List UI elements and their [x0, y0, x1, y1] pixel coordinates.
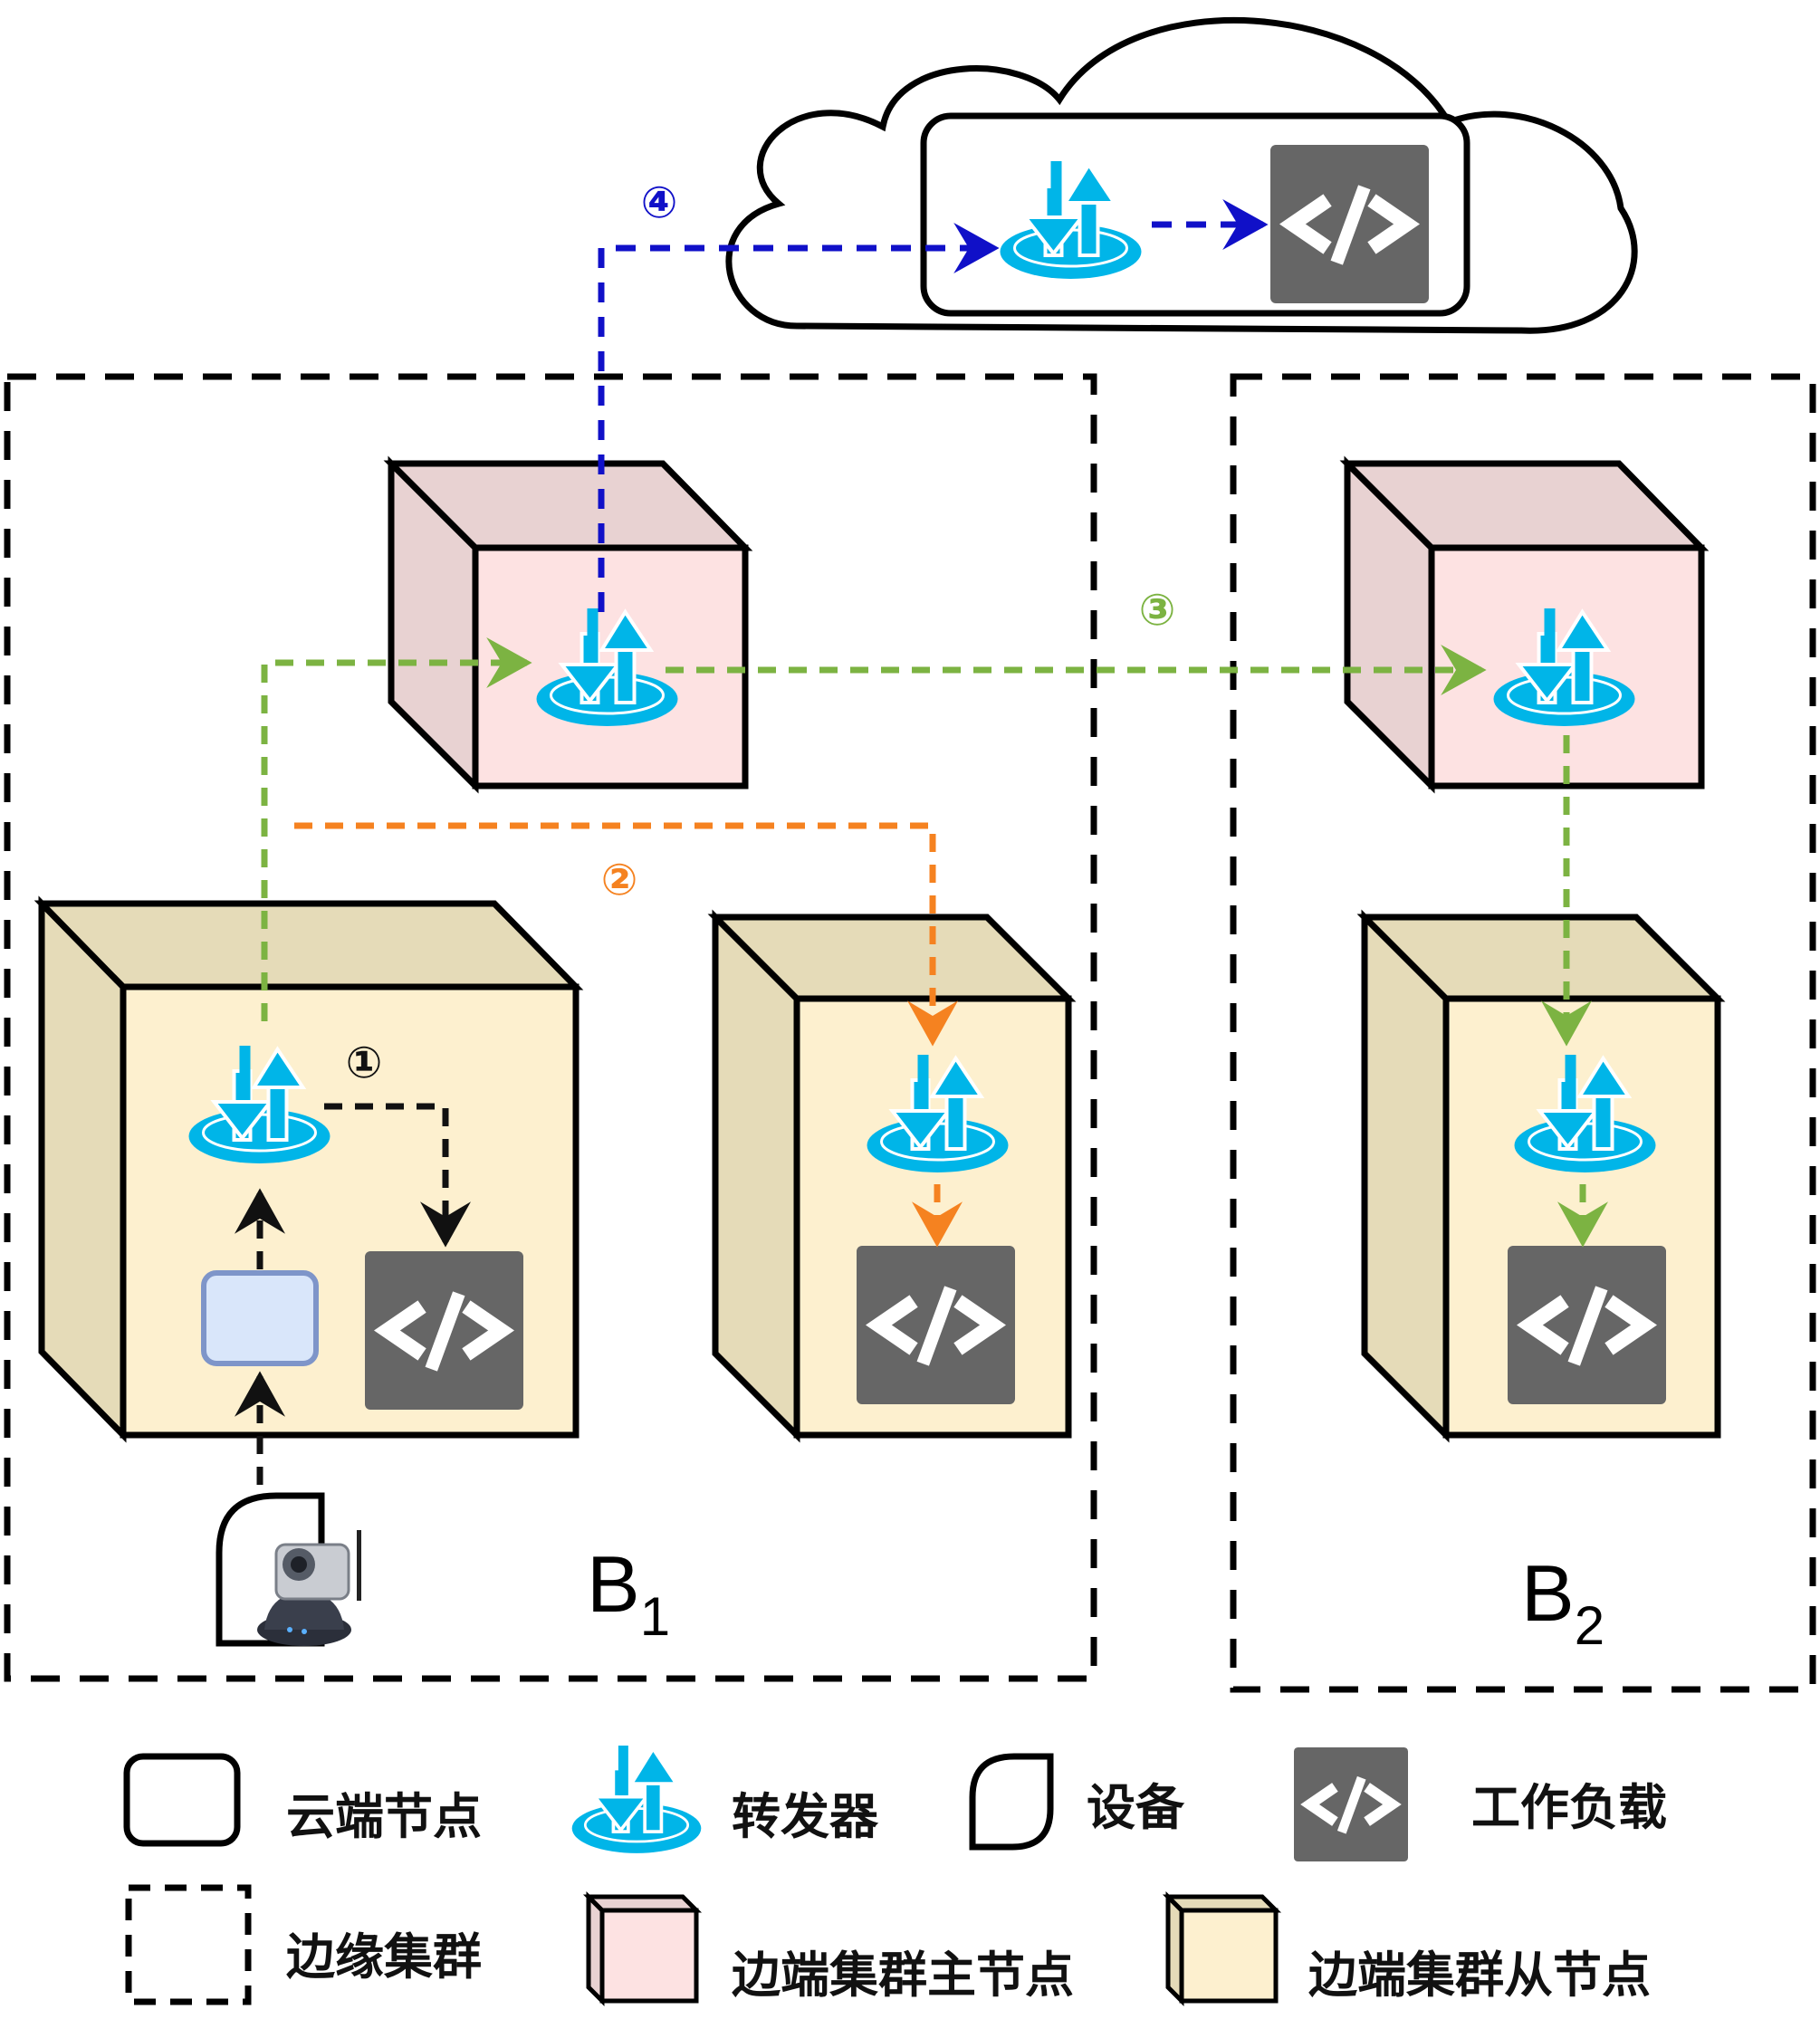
worker-node-b1-right: [707, 909, 1077, 1443]
camera-icon: [257, 1530, 361, 1646]
legend-worker-node-label: 边端集群从节点: [1308, 1947, 1651, 2004]
legend-edge-cluster-label: 边缘集群: [286, 1928, 482, 1986]
step-label-4: ④: [641, 177, 678, 228]
worker-node-b2: [1356, 909, 1726, 1443]
legend-workload-label: 工作负载: [1471, 1779, 1667, 1836]
legend-master-node-swatch: [582, 1890, 703, 2007]
device: [216, 1492, 361, 1647]
code-brackets-icon: [1294, 1747, 1408, 1861]
legend-device-swatch: [969, 1753, 1054, 1851]
legend-forwarder-label: 转发器: [732, 1788, 879, 1845]
flow-step-3: [261, 637, 1608, 1248]
code-brackets-icon: [365, 1251, 523, 1410]
code-brackets-icon: [1508, 1246, 1666, 1404]
legend-cloud-node-swatch: [123, 1753, 241, 1847]
legend-device-label: 设备: [1087, 1779, 1185, 1836]
legend-cloud-node-label: 云端节点: [286, 1788, 482, 1845]
flow-step-1: [235, 1103, 471, 1485]
edge-cluster-b1: [4, 373, 1097, 1682]
flow-step-4: [598, 223, 1000, 612]
flow-step-2: [294, 822, 963, 1248]
edge-cluster-b2: [1230, 373, 1816, 1693]
legend-master-node-label: 边端集群主节点: [732, 1947, 1074, 2004]
worker-node-b1-left: [34, 895, 584, 1443]
master-node-b2: [1339, 455, 1710, 794]
legend: 云端节点 转发器 设备 工作负载 边缘集群 边端集群主节点 边端集群从节点: [123, 1746, 1667, 2007]
legend-edge-cluster-swatch: [125, 1884, 252, 2005]
cloud: [725, 17, 1638, 334]
legend-worker-node-swatch: [1162, 1890, 1282, 2007]
cluster-label-b2: B2: [1521, 1548, 1604, 1656]
forwarder-icon: [570, 1746, 704, 1855]
code-brackets-icon: [1270, 145, 1429, 303]
device-proxy-box: [201, 1270, 319, 1366]
step-label-1: ①: [346, 1038, 383, 1088]
cluster-label-b1: B1: [587, 1539, 670, 1647]
step-label-3: ③: [1139, 585, 1176, 636]
step-label-2: ②: [601, 855, 638, 905]
master-node-b1: [383, 455, 753, 794]
code-brackets-icon: [857, 1246, 1015, 1404]
